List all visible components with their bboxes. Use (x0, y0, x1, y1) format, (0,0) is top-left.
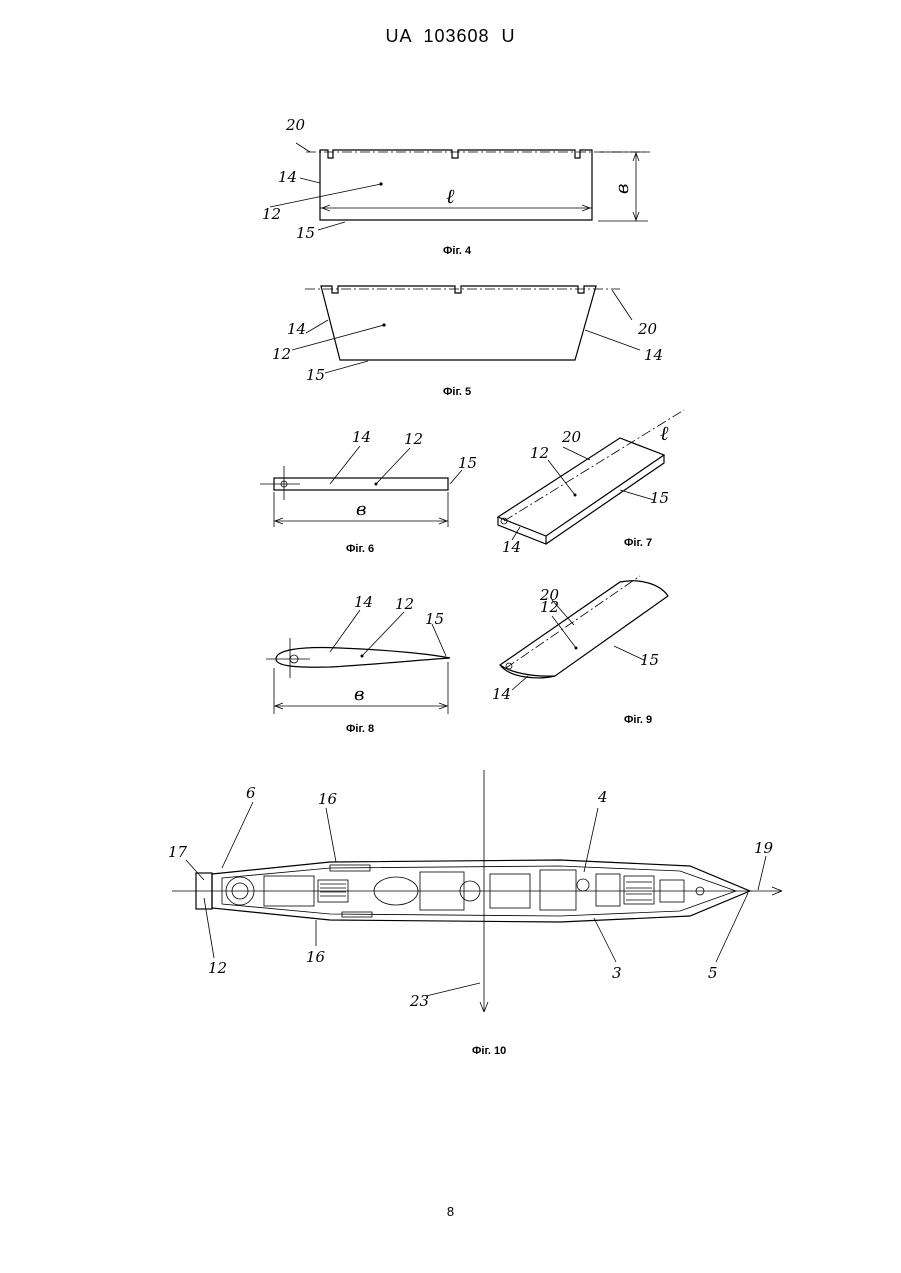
fig9-caption: Фіг. 9 (624, 714, 652, 726)
fig7-label-15: 15 (650, 489, 669, 507)
fig6-label-15: 15 (458, 454, 477, 472)
fig5-label-14b: 14 (644, 346, 663, 364)
page-number: 8 (0, 1204, 901, 1219)
fig4-label-14: 14 (278, 168, 297, 186)
fig10-label-16-bottom: 16 (306, 948, 326, 966)
fig9-label-12: 12 (540, 598, 559, 616)
fig5-label-20: 20 (637, 320, 658, 338)
fig5-label-14: 14 (287, 320, 306, 338)
fig10-label-4: 4 (597, 788, 608, 806)
fig6-label-b: в (356, 499, 366, 520)
fig7-label-20: 20 (561, 428, 582, 446)
fig4-label-20: 20 (285, 116, 306, 134)
fig10-label-6: 6 (246, 784, 256, 802)
fig10-label-5: 5 (708, 964, 718, 982)
fig8-caption: Фіг. 8 (346, 723, 374, 735)
fig10-caption: Фіг. 10 (472, 1045, 506, 1057)
fig6-label-14: 14 (352, 428, 371, 446)
figure-9: 20 12 15 14 Фіг. 9 (492, 576, 668, 726)
fig8-label-14: 14 (354, 593, 373, 611)
figure-10: 6 16 4 19 17 12 16 3 5 23 Фіг. 10 (168, 770, 782, 1057)
fig7-label-14: 14 (502, 538, 521, 556)
fig5-caption: Фіг. 5 (443, 386, 471, 398)
figure-7: 20 ℓ 12 15 14 Фіг. 7 (498, 410, 684, 556)
fig5-label-15: 15 (306, 366, 325, 384)
fig10-label-3: 3 (612, 964, 622, 982)
fig4-caption: Фіг. 4 (443, 245, 472, 257)
fig8-label-b: в (354, 684, 364, 705)
figure-5: 14 12 15 20 14 Фіг. 5 (272, 286, 663, 398)
figure-6: 14 12 15 в Фіг. 6 (260, 428, 477, 555)
fig10-label-17: 17 (168, 843, 188, 861)
fig4-label-15: 15 (296, 224, 315, 242)
fig10-label-16-top: 16 (318, 790, 338, 808)
fig5-label-12: 12 (272, 345, 291, 363)
figure-8: 14 12 15 в Фіг. 8 (266, 593, 450, 735)
fig10-label-19: 19 (754, 839, 774, 857)
fig9-label-15: 15 (640, 651, 659, 669)
fig8-label-15: 15 (425, 610, 444, 628)
fig7-label-l: ℓ (660, 421, 669, 445)
fig7-caption: Фіг. 7 (624, 537, 652, 549)
fig7-label-12: 12 (530, 444, 549, 462)
fig9-label-14: 14 (492, 685, 511, 703)
fig10-label-23: 23 (409, 992, 429, 1010)
fig4-label-l: ℓ (446, 184, 455, 208)
fig10-label-12: 12 (208, 959, 227, 977)
fig8-label-12: 12 (395, 595, 414, 613)
fig6-label-12: 12 (404, 430, 423, 448)
fig4-label-12: 12 (262, 205, 281, 223)
fig4-label-b: в (612, 184, 633, 194)
figure-4: 20 14 12 15 ℓ в Фіг. 4 (262, 116, 650, 257)
fig6-caption: Фіг. 6 (346, 543, 374, 555)
